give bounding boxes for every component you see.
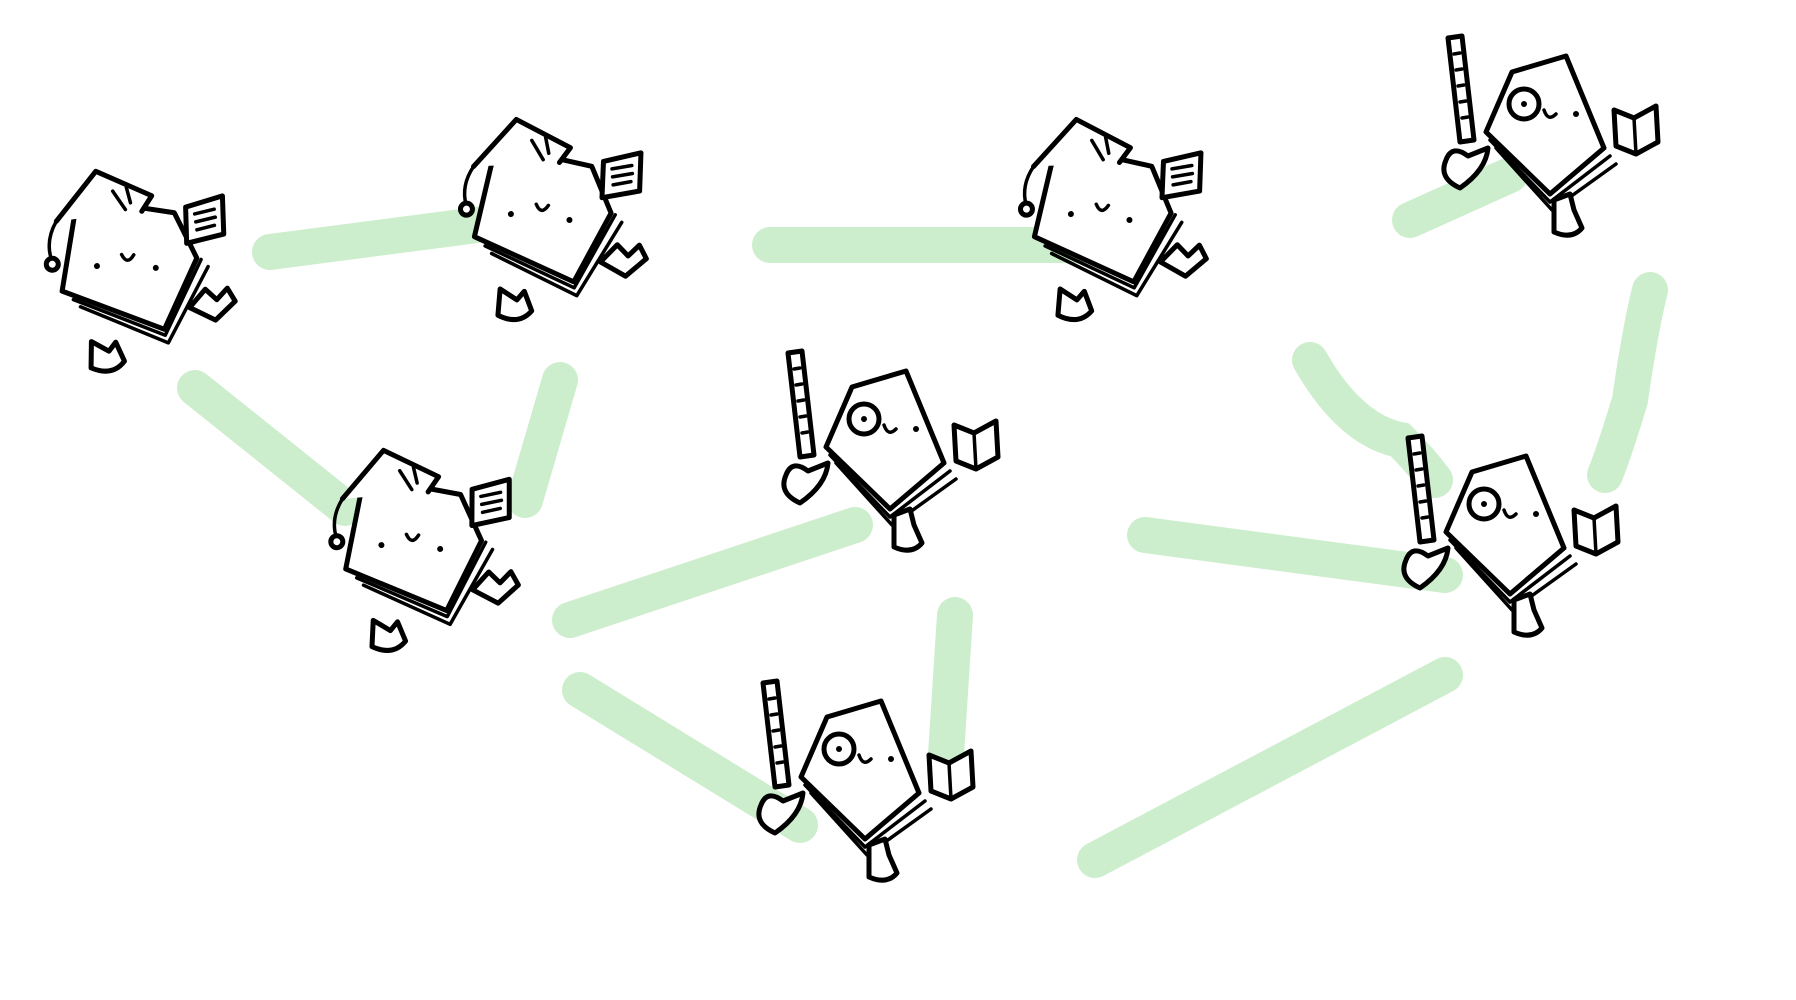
edge-n1-n2 xyxy=(252,204,518,270)
edge-n7-n8 xyxy=(1392,157,1528,238)
edge-n2-n3 xyxy=(507,362,578,518)
graduate-character-icon xyxy=(322,438,526,656)
edge-n8-n6 xyxy=(1587,272,1668,493)
edge-n5-n6 xyxy=(1077,657,1463,878)
graduate-character-icon xyxy=(1014,111,1211,323)
graduate-character-icon xyxy=(34,154,244,377)
graduate-character-icon xyxy=(454,111,651,323)
edge-n4-n5 xyxy=(927,597,973,788)
edge-n1-n3 xyxy=(177,370,363,526)
edges-layer xyxy=(177,157,1668,878)
edge-n3-n4 xyxy=(552,507,873,638)
edge-n4-n6 xyxy=(1127,517,1463,593)
